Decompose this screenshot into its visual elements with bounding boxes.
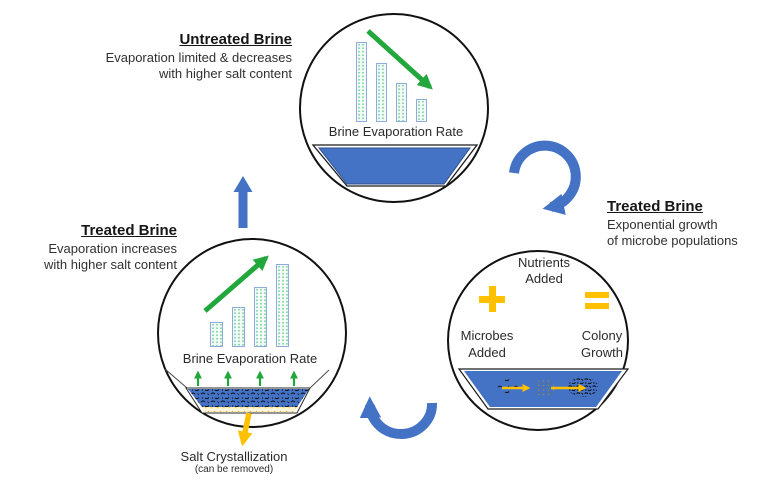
untreated-pond-water: [317, 147, 471, 185]
bar: [396, 83, 407, 122]
bar: [276, 264, 289, 347]
untreated-brine-label: Untreated Brine Evaporation limited & de…: [98, 30, 292, 82]
equals-icon: [585, 292, 609, 309]
bar: [232, 307, 245, 347]
treated-bar-chart: [210, 264, 289, 347]
treated-left-desc-line1: Evaporation increases: [48, 241, 177, 256]
plus-icon: [479, 286, 505, 312]
untreated-desc-line2: with higher salt content: [159, 66, 292, 81]
salt-label-text: Salt Crystallization: [180, 449, 288, 464]
bar: [210, 322, 223, 347]
treated-right-desc-line2: of microbe populations: [607, 233, 738, 248]
nutrients-added-label: Nutrients Added: [517, 255, 571, 286]
untreated-bar-chart: [356, 42, 427, 122]
counterclockwise-curved-arrow-icon: [359, 396, 438, 439]
treated-chart-label: Brine Evaporation Rate: [182, 351, 318, 366]
treated-brine-right-label: Treated Brine Exponential growth of micr…: [607, 197, 768, 249]
salt-crystallization-label: Salt Crystallization (can be removed): [152, 449, 316, 476]
treated-left-desc-line2: with higher salt content: [44, 257, 177, 272]
microbes-added-label: Microbes Added: [460, 328, 514, 360]
treated-pond-rim-left: [164, 368, 188, 389]
colony-growth-label: Colony Growth: [581, 328, 623, 360]
untreated-chart-label: Brine Evaporation Rate: [328, 124, 464, 139]
nutrients-dots-cluster: [534, 379, 556, 397]
green-growth-arrow-icon: [203, 255, 269, 313]
salt-note-text: (can be removed): [194, 464, 274, 475]
untreated-brine-circle: [299, 13, 489, 203]
treated-pond-microbes-texture: [188, 389, 309, 407]
treated-brine-microbes-circle: [447, 250, 629, 431]
salt-crystal-texture: [202, 407, 297, 412]
bar: [356, 42, 367, 122]
small-green-up-arrows-icon: [194, 370, 298, 386]
green-decline-arrow-icon: [366, 29, 433, 90]
yellow-down-arrow-icon: [237, 412, 253, 447]
treated-right-desc-line1: Exponential growth: [607, 217, 718, 232]
bar: [254, 287, 267, 347]
treated-brine-evaporation-circle: [157, 238, 347, 428]
bar: [376, 63, 387, 122]
up-block-arrow-icon: [233, 176, 253, 228]
treated-pond-rim-right: [309, 369, 330, 389]
treated-left-title: Treated Brine: [81, 222, 177, 239]
treated-right-title: Treated Brine: [607, 198, 703, 215]
bar: [416, 99, 427, 122]
treated-brine-left-label: Treated Brine Evaporation increases with…: [18, 221, 177, 273]
untreated-brine-title: Untreated Brine: [179, 31, 292, 48]
clockwise-curved-arrow-icon: [509, 140, 581, 215]
untreated-desc-line1: Evaporation limited & decreases: [105, 50, 292, 65]
